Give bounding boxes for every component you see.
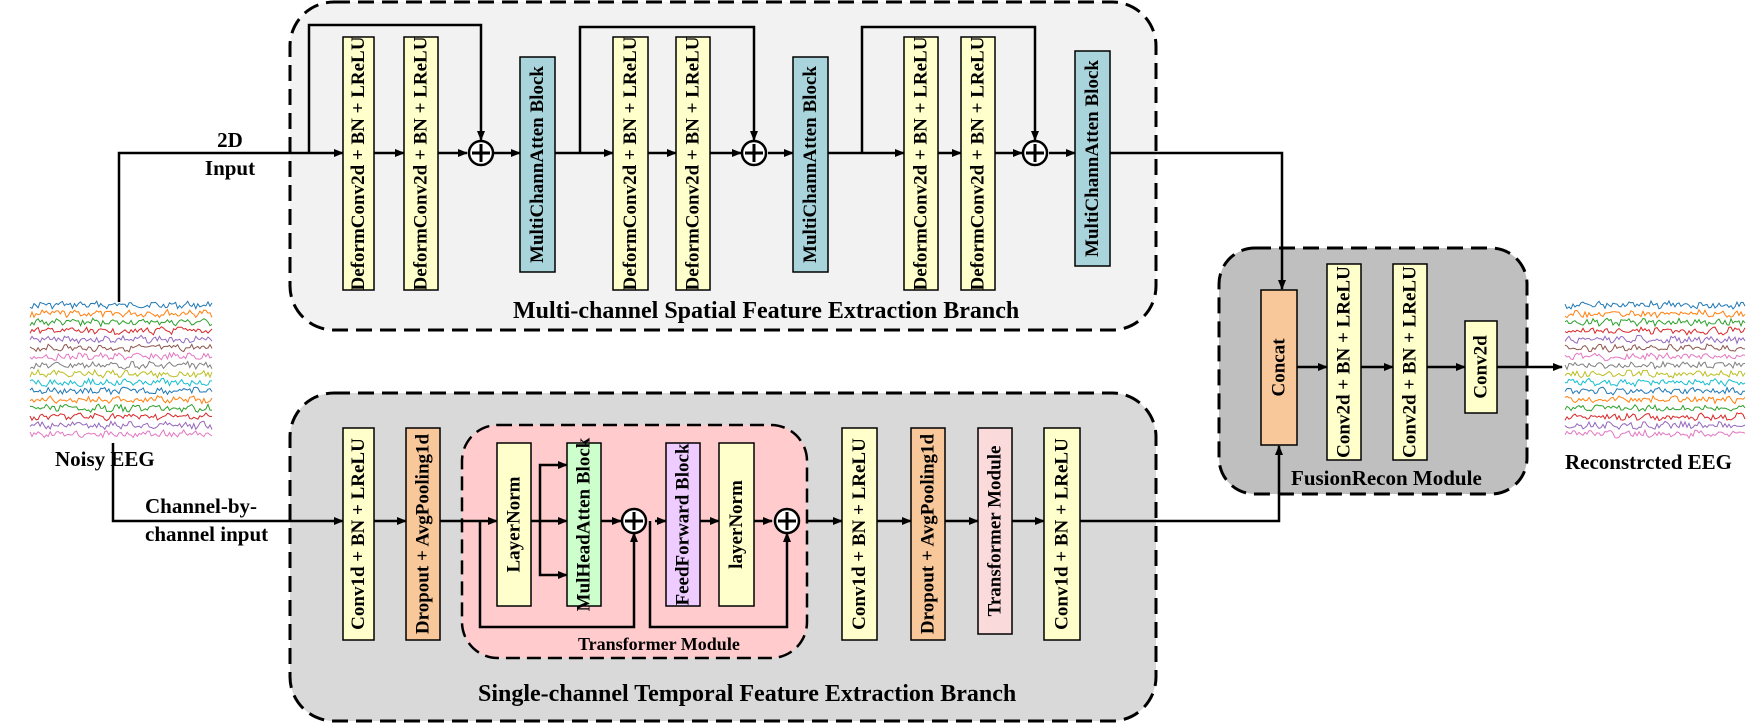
temporal-block-dropout-1: Dropout + AvgPooling1d [405, 427, 441, 641]
spatial-branch-title: Multi-channel Spatial Feature Extraction… [513, 298, 1019, 324]
svg-text:Conv2d + BN + LReLU: Conv2d + BN + LReLU [1400, 266, 1421, 458]
eeg-trace [29, 386, 213, 396]
eeg-trace [1564, 360, 1746, 371]
fusion-module-title: FusionRecon Module [1291, 466, 1482, 490]
input-channel-label: channel input [145, 522, 268, 546]
noisy-eeg-label: Noisy EEG [55, 447, 155, 471]
sum-node [467, 139, 495, 167]
eeg-trace [1564, 377, 1746, 388]
eeg-trace [29, 308, 213, 319]
eeg-trace [1564, 369, 1746, 379]
svg-text:Conv1d + BN + LReLU: Conv1d + BN + LReLU [1052, 438, 1073, 630]
transformer-module-title: Transformer Module [578, 634, 740, 654]
svg-text:Concat: Concat [1269, 338, 1290, 397]
input-2d-label: 2D [217, 128, 243, 152]
temporal-block-conv1d-2: Conv1d + BN + LReLU [841, 427, 878, 641]
spatial-block-deformconv-2: DeformConv2d + BN + LReLU [403, 36, 439, 291]
input-channel-label: Channel-by- [145, 494, 257, 518]
fusion-block-conv2d-1: Conv2d + BN + LReLU [1326, 263, 1362, 461]
reconstructed-eeg-waveform [1564, 299, 1746, 440]
svg-text:DeformConv2d + BN + LReLU: DeformConv2d + BN + LReLU [620, 36, 641, 290]
svg-text:LayerNorm: LayerNorm [504, 476, 525, 572]
input-2d-label: Input [205, 156, 255, 180]
spatial-block-deformconv-6: DeformConv2d + BN + LReLU [960, 36, 996, 291]
eeg-trace [1564, 317, 1746, 328]
eeg-trace [29, 351, 213, 361]
eeg-trace [1564, 386, 1746, 396]
svg-text:MulHeadAtten Block: MulHeadAtten Block [574, 437, 595, 611]
spatial-block-multichannatten-3: MultiChannAtten Block [1074, 50, 1111, 267]
connections [111, 23, 1563, 629]
svg-text:DeformConv2d + BN + LReLU: DeformConv2d + BN + LReLU [683, 36, 704, 290]
eeg-trace [29, 420, 213, 431]
eeg-trace [29, 360, 213, 370]
temporal-branch-title: Single-channel Temporal Feature Extracti… [478, 681, 1016, 707]
eeg-trace [29, 368, 213, 380]
svg-text:Conv2d + BN + LReLU: Conv2d + BN + LReLU [1334, 266, 1355, 458]
svg-text:MultiChannAtten Block: MultiChannAtten Block [527, 66, 548, 263]
eeg-trace [29, 317, 213, 328]
temporal-block-dropout-2: Dropout + AvgPooling1d [910, 427, 946, 641]
eeg-trace [1564, 428, 1746, 440]
svg-text:MultiChannAtten Block: MultiChannAtten Block [1082, 60, 1103, 257]
eeg-trace [29, 326, 213, 336]
reconstructed-eeg-label: Reconstrcted EEG [1565, 450, 1732, 474]
spatial-block-deformconv-1: DeformConv2d + BN + LReLU [342, 36, 375, 291]
eeg-trace [1564, 299, 1746, 310]
eeg-trace [29, 334, 213, 345]
fusion-block-concat: Concat [1260, 289, 1298, 446]
svg-text:Conv1d + BN + LReLU: Conv1d + BN + LReLU [348, 438, 369, 630]
eeg-trace [29, 300, 213, 311]
fusion-block-conv2d-2: Conv2d + BN + LReLU [1392, 263, 1428, 461]
eeg-trace [29, 402, 213, 414]
eeg-trace [1564, 420, 1746, 431]
sum-node [1021, 139, 1049, 167]
svg-text:FeedForward Block: FeedForward Block [673, 443, 694, 605]
eeg-trace [1564, 335, 1746, 345]
sum-node [740, 139, 768, 167]
eeg-trace [29, 343, 213, 353]
svg-text:Conv2d: Conv2d [1471, 335, 1492, 399]
svg-text:Dropout + AvgPooling1d: Dropout + AvgPooling1d [918, 433, 939, 634]
transformer-block-feedforward: FeedForward Block [665, 442, 701, 607]
svg-text:DeformConv2d + BN + LReLU: DeformConv2d + BN + LReLU [968, 36, 989, 290]
svg-text:MultiChannAtten Block: MultiChannAtten Block [800, 66, 821, 263]
svg-text:DeformConv2d + BN + LReLU: DeformConv2d + BN + LReLU [911, 36, 932, 290]
fusion-block-conv2d-final: Conv2d [1464, 320, 1498, 414]
svg-text:Conv1d + BN + LReLU: Conv1d + BN + LReLU [849, 438, 870, 630]
svg-text:Transformer Module: Transformer Module [985, 446, 1006, 617]
spatial-block-deformconv-3: DeformConv2d + BN + LReLU [612, 36, 649, 291]
eeg-trace [29, 377, 212, 388]
eeg-trace [1564, 308, 1746, 319]
svg-text:DeformConv2d + BN + LReLU: DeformConv2d + BN + LReLU [411, 36, 432, 290]
spatial-block-deformconv-5: DeformConv2d + BN + LReLU [903, 36, 939, 291]
svg-text:layerNorm: layerNorm [726, 480, 747, 569]
noisy-eeg-waveform [29, 300, 213, 439]
eeg-trace [1564, 404, 1746, 412]
eeg-trace [1564, 412, 1746, 422]
spatial-block-multichannatten-1: MultiChannAtten Block [519, 56, 556, 273]
eeg-trace [1564, 394, 1746, 405]
transformer-block-layernorm-1: LayerNorm [496, 442, 532, 607]
spatial-block-deformconv-4: DeformConv2d + BN + LReLU [675, 36, 711, 291]
eeg-trace [1564, 352, 1746, 362]
eeg-trace [1564, 343, 1746, 353]
temporal-block-conv1d-3: Conv1d + BN + LReLU [1043, 427, 1081, 641]
spatial-branch-container [288, 0, 1158, 332]
transformer-block-layernorm-2: layerNorm [718, 442, 755, 607]
svg-text:DeformConv2d + BN + LReLU: DeformConv2d + BN + LReLU [348, 36, 369, 290]
temporal-block-transformer-module: Transformer Module [977, 427, 1013, 635]
eeg-trace [29, 395, 213, 405]
sum-node [620, 507, 648, 535]
spatial-block-multichannatten-2: MultiChannAtten Block [792, 56, 829, 273]
temporal-block-conv1d-1: Conv1d + BN + LReLU [342, 427, 375, 641]
sum-node [773, 507, 801, 535]
eeg-trace [29, 428, 213, 439]
transformer-block-mulheadatten: MulHeadAtten Block [566, 437, 602, 611]
eeg-trace [1564, 326, 1746, 336]
svg-text:Dropout + AvgPooling1d: Dropout + AvgPooling1d [413, 433, 434, 634]
eeg-trace [29, 412, 213, 422]
